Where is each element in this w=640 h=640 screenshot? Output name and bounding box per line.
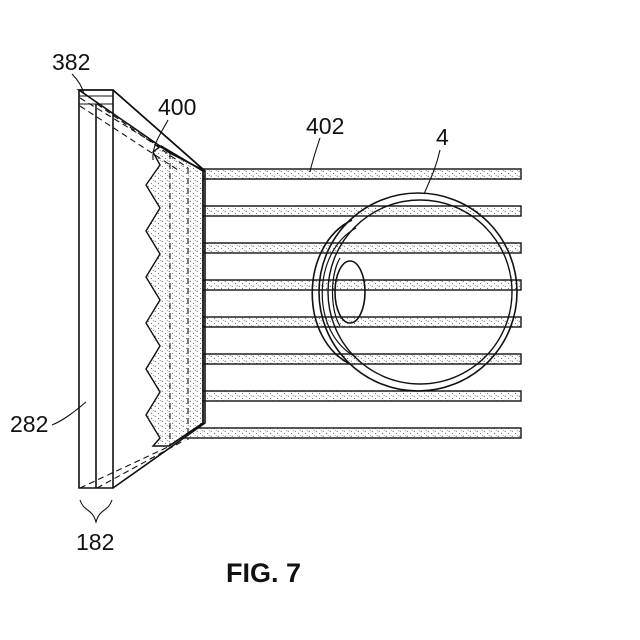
label-402: 402 [306, 113, 344, 139]
beam-4 [160, 280, 521, 290]
beam-7 [160, 391, 521, 401]
lens [335, 261, 365, 323]
label-4: 4 [436, 124, 449, 150]
bracket-182 [80, 500, 112, 522]
figure-caption: FIG. 7 [226, 558, 301, 588]
label-182: 182 [76, 529, 114, 555]
beam-8 [160, 428, 521, 438]
beam-1 [160, 169, 521, 179]
iris-left [333, 258, 341, 326]
label-382: 382 [52, 49, 90, 75]
leader-282 [52, 402, 86, 425]
label-282: 282 [10, 411, 48, 437]
corrugated-layer [146, 146, 203, 446]
label-400: 400 [158, 94, 196, 120]
leader-382 [72, 74, 84, 94]
corrugated-layer-body [146, 146, 203, 446]
beam-2 [160, 206, 521, 216]
leader-lines [52, 74, 440, 522]
leader-402 [310, 138, 320, 172]
waveguide-beams [160, 169, 521, 438]
beam-5 [160, 317, 521, 327]
